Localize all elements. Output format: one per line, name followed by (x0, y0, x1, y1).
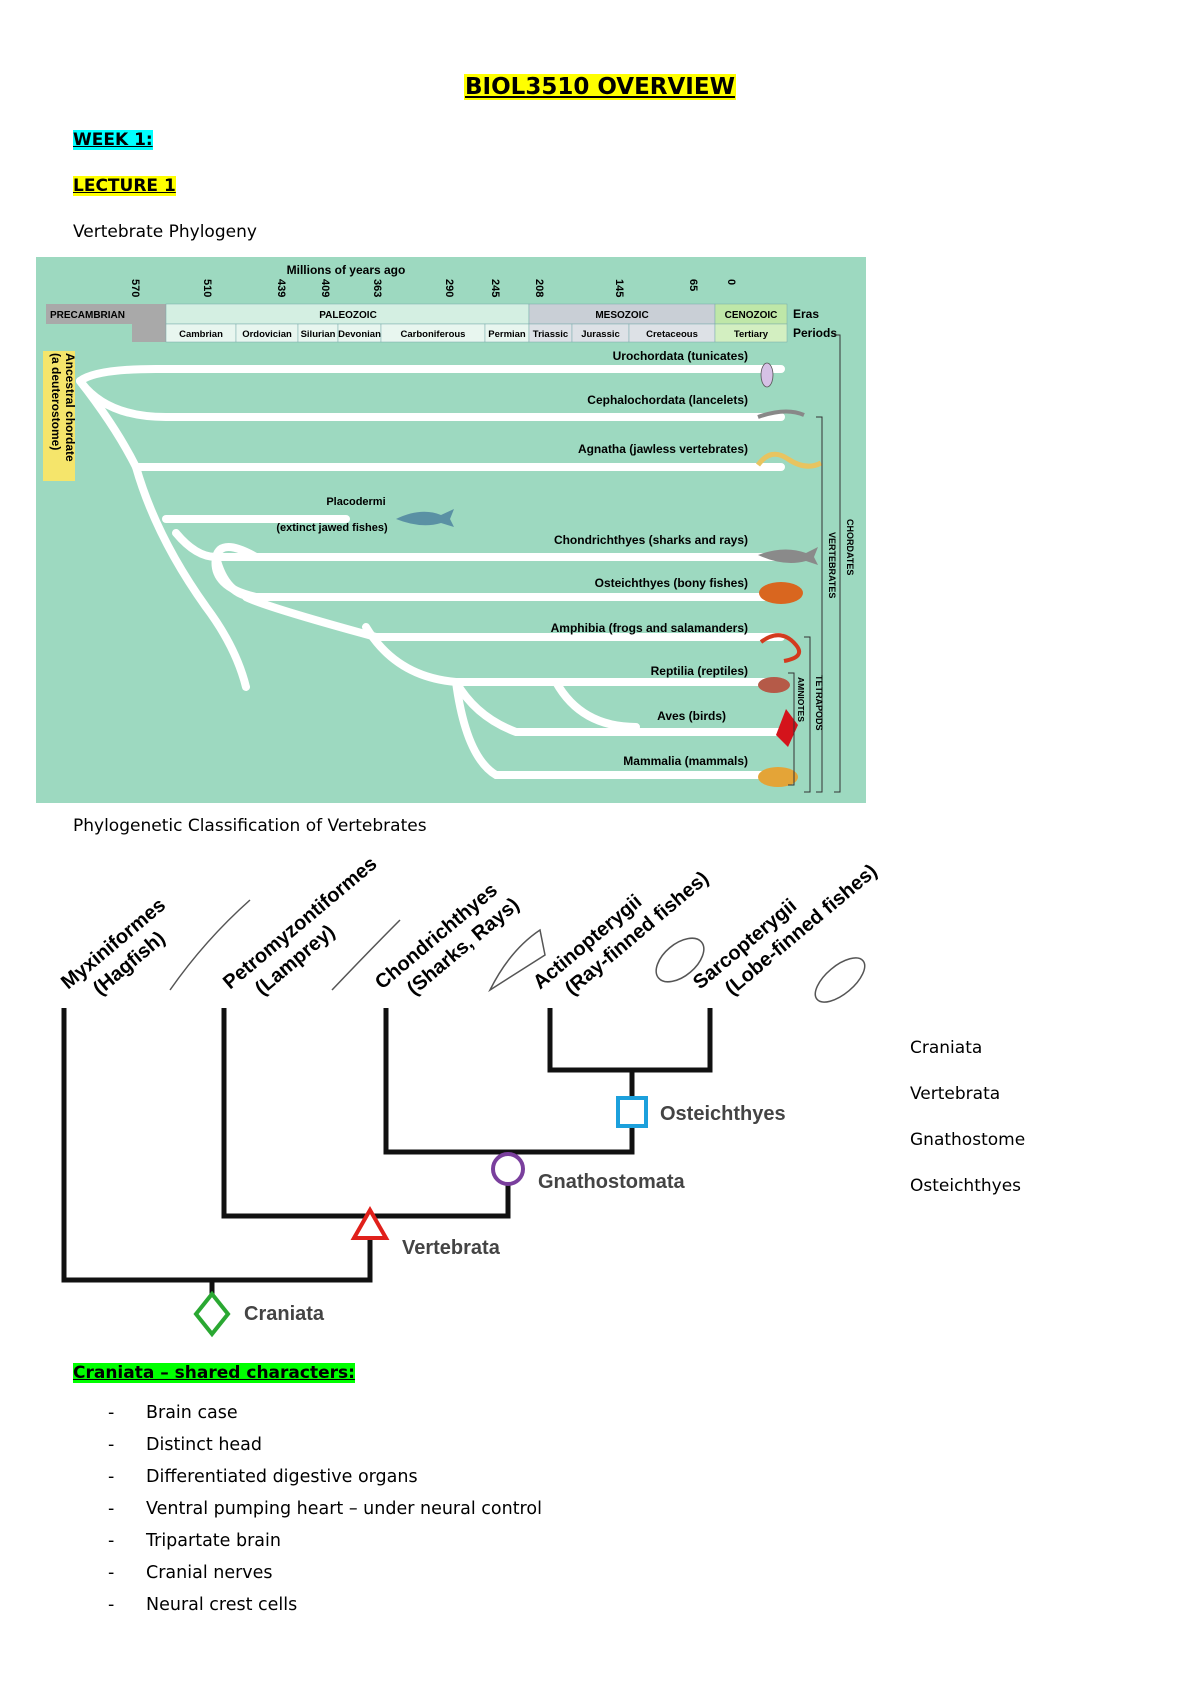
bony-fish-icon (759, 582, 803, 604)
lecture-heading: LECTURE 1 (73, 176, 176, 196)
list-item: -Neural crest cells (108, 1595, 298, 1615)
node-label-vertebrata: Vertebrata (402, 1237, 501, 1259)
tick-label: 65 (687, 279, 699, 291)
organism-illustrations (396, 362, 823, 787)
side-list-item: Vertebrata (910, 1084, 1001, 1104)
lobefin-sketch-icon (814, 957, 866, 1003)
taxon-placodermi: Placodermi (326, 496, 385, 508)
era-precambrian (46, 304, 166, 324)
list-item: -Cranial nerves (108, 1563, 273, 1583)
ancestor-box (43, 351, 75, 481)
period-label: Ordovician (242, 329, 292, 340)
shark-icon (758, 547, 818, 565)
era-label-mesozoic: MESOZOIC (595, 310, 648, 321)
group-tetrapods: TETRAPODS (814, 675, 824, 731)
side-list-item: Gnathostome (910, 1130, 1026, 1150)
document-title: BIOL3510 OVERVIEW (464, 74, 736, 100)
list-item: -Ventral pumping heart – under neural co… (108, 1499, 542, 1519)
node-label-craniata: Craniata (244, 1303, 325, 1325)
section-title-classification: Phylogenetic Classification of Vertebrat… (73, 816, 427, 836)
list-item: -Distinct head (108, 1435, 263, 1455)
side-list-item: Osteichthyes (910, 1176, 1022, 1196)
shark-sketch-icon (488, 928, 546, 993)
list-item: -Brain case (108, 1403, 238, 1423)
group-vertebrates: VERTEBRATES (827, 532, 837, 598)
tick-label: 290 (443, 279, 455, 297)
reptile-icon (758, 677, 790, 693)
side-list: Craniata Vertebrata Gnathostome Osteicht… (910, 1038, 1025, 1222)
vertebrate-phylogeny-figure: Millions of years ago 570 510 439 409 363 290… (36, 257, 866, 803)
clade-petromyzontiformes: Petromyzontiformes (219, 853, 381, 994)
tunicate-icon (760, 362, 774, 388)
axis-title: Millions of years ago (287, 263, 406, 277)
tick-label: 363 (371, 279, 383, 297)
hagfish-sketch-icon (169, 899, 251, 991)
period-label: Silurian (301, 329, 336, 340)
rayfin-sketch-icon (655, 937, 705, 983)
tick-label: 570 (129, 279, 141, 297)
period-label: Cretaceous (646, 329, 698, 340)
salamander-icon (759, 633, 801, 663)
cladogram-tree (61, 1008, 713, 1334)
era-label-precambrian: PRECAMBRIAN (50, 310, 125, 321)
taxon-reptilia: Reptilia (reptiles) (651, 664, 748, 678)
group-amniotes: AMNIOTES (796, 677, 806, 722)
osteichthyes-square-icon (616, 1096, 648, 1128)
cladogram-figure: Myxiniformes (Hagfish) Petromyzontiforme… (57, 853, 882, 1338)
taxon-placodermi-note: (extinct jawed fishes) (276, 522, 388, 534)
period-cell (714, 323, 788, 343)
period-label: Permian (488, 329, 526, 340)
era-label-paleozoic: PALEOZOIC (319, 310, 377, 321)
period-label: Cambrian (179, 329, 223, 340)
eras-label: Eras (793, 307, 819, 321)
period-label: Carboniferous (401, 329, 466, 340)
era-label-cenozoic: CENOZOIC (725, 310, 778, 321)
ancestor-label-1: Ancestral chordate (63, 353, 77, 462)
characters-heading: Craniata – shared characters: (73, 1363, 355, 1383)
period-label: Triassic (533, 329, 568, 340)
list-item: -Differentiated digestive organs (108, 1467, 418, 1487)
taxon-mammalia: Mammalia (mammals) (623, 754, 748, 768)
section-title-phylogeny: Vertebrate Phylogeny (73, 222, 257, 242)
period-label: Devonian (338, 329, 381, 340)
side-list-item: Craniata (910, 1038, 983, 1058)
taxon-agnatha: Agnatha (jawless vertebrates) (578, 442, 748, 456)
gnathostomata-circle-icon (491, 1152, 525, 1186)
group-chordates: CHORDATES (845, 519, 855, 575)
lamprey-sketch-icon (331, 919, 401, 991)
tick-label: 0 (725, 279, 737, 285)
ancestor-label-2: (a deuterostome) (49, 353, 63, 450)
taxon-osteichthyes: Osteichthyes (bony fishes) (595, 576, 748, 590)
list-item: -Tripartate brain (108, 1531, 281, 1551)
taxon-chondrichthyes: Chondrichthyes (sharks and rays) (554, 533, 748, 547)
lancelet-icon (757, 409, 805, 419)
vertebrata-triangle-icon (350, 1205, 390, 1240)
jaguar-icon (758, 767, 798, 787)
node-label-osteichthyes: Osteichthyes (660, 1103, 786, 1125)
phylogeny-branches (76, 365, 785, 779)
node-label-gnathostomata: Gnathostomata (538, 1171, 686, 1193)
characters-list: -Brain case -Distinct head -Differentiat… (100, 1403, 542, 1627)
tick-label: 439 (275, 279, 287, 297)
week-heading: WEEK 1: (73, 130, 153, 150)
taxon-amphibia: Amphibia (frogs and salamanders) (551, 621, 748, 635)
cardinal-icon (776, 709, 798, 747)
tick-label: 208 (533, 279, 545, 297)
tick-label: 510 (201, 279, 213, 297)
craniata-diamond-icon (193, 1290, 231, 1338)
placoderm-icon (396, 509, 454, 527)
tick-label: 145 (613, 279, 625, 297)
period-label: Jurassic (581, 329, 620, 340)
taxon-urochordata: Urochordata (tunicates) (613, 349, 748, 363)
taxon-aves: Aves (birds) (657, 709, 726, 723)
period-label: Tertiary (734, 329, 769, 340)
lamprey-icon (755, 451, 823, 469)
periods-label: Periods (793, 326, 837, 340)
taxon-cephalochordata: Cephalochordata (lancelets) (587, 393, 748, 407)
tick-label: 245 (489, 279, 501, 297)
tick-label: 409 (319, 279, 331, 297)
